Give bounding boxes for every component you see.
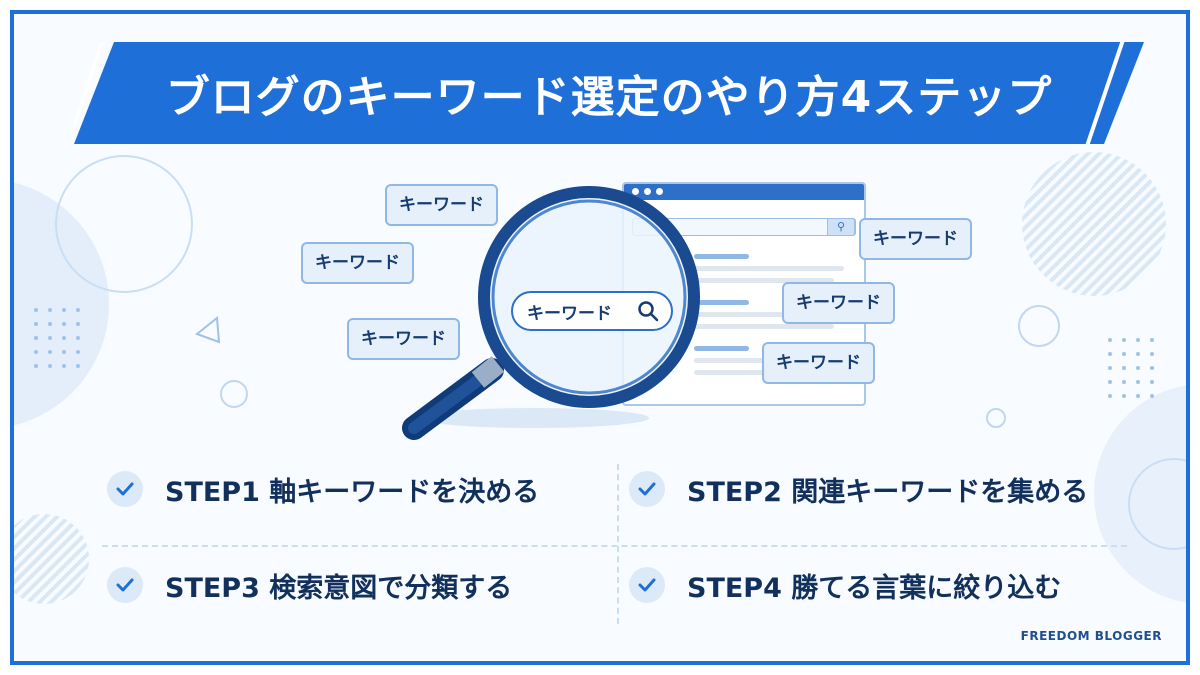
steps-divider-vertical [617, 464, 619, 624]
step-item-2: STEP2 関連キーワードを集める [629, 466, 1088, 512]
step-item-4: STEP4 勝てる言葉に絞り込む [629, 562, 1061, 608]
keyword-tag: キーワード [762, 342, 875, 384]
step-label: STEP3 検索意図で分類する [165, 572, 513, 604]
result-line [694, 346, 749, 351]
check-icon [629, 471, 665, 507]
step-label: STEP1 軸キーワードを決める [165, 476, 540, 508]
keyword-tag: キーワード [347, 318, 460, 360]
check-icon [107, 471, 143, 507]
keyword-tag: キーワード [859, 218, 972, 260]
check-icon [629, 567, 665, 603]
slide-frame: ブログのキーワード選定のやり方4ステップ ⚲ キーワード [10, 10, 1190, 665]
result-line [694, 278, 834, 283]
step-item-1: STEP1 軸キーワードを決める [107, 466, 539, 512]
window-dot-icon [632, 188, 639, 195]
title-banner: ブログのキーワード選定のやり方4ステップ [74, 42, 1144, 144]
result-line [694, 312, 844, 317]
step-label: STEP4 勝てる言葉に絞り込む [687, 572, 1062, 604]
browser-titlebar [624, 184, 864, 200]
result-line [694, 254, 749, 259]
steps-divider-horizontal [102, 545, 1127, 547]
browser-search-bar: ⚲ [632, 217, 856, 236]
search-icon [638, 301, 659, 322]
title-banner-shape [74, 42, 1144, 144]
magnifier-search-text: キーワード [527, 303, 612, 324]
result-line [694, 324, 834, 329]
step-label: STEP2 関連キーワードを集める [687, 476, 1089, 508]
search-icon: ⚲ [827, 217, 855, 236]
page-title: ブログのキーワード選定のやり方4ステップ [165, 72, 1053, 123]
window-dot-icon [644, 188, 651, 195]
keyword-tag: キーワード [385, 184, 498, 226]
keyword-tag: キーワード [301, 242, 414, 284]
step-item-3: STEP3 検索意図で分類する [107, 562, 512, 608]
result-line [694, 300, 749, 305]
keyword-tag: キーワード [782, 282, 895, 324]
check-icon [107, 567, 143, 603]
magnifier-search-box: キーワード [511, 291, 673, 331]
background-decoration [14, 152, 1186, 604]
window-dot-icon [656, 188, 663, 195]
result-line [694, 266, 844, 271]
brand-label: FREEDOM BLOGGER [1020, 629, 1162, 643]
